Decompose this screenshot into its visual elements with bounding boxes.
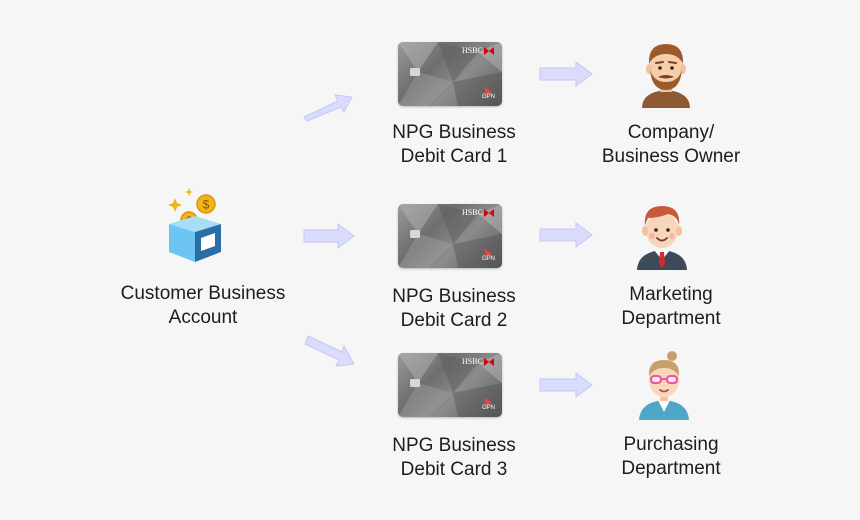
card-2-label-line2: Debit Card 2 xyxy=(400,310,508,331)
card-2-label: NPG Business Debit Card 2 xyxy=(354,285,554,333)
card-1-label: NPG Business Debit Card 1 xyxy=(354,121,554,169)
card-brand: HSBC xyxy=(462,208,483,217)
card-network: GPN xyxy=(482,405,496,411)
card-brand: HSBC xyxy=(462,357,483,366)
card-network: GPN xyxy=(482,94,496,100)
woman-glasses-avatar-icon xyxy=(636,350,692,420)
holder-3-label-line1: Purchasing xyxy=(623,434,719,455)
debit-card-1: HSBC GPN xyxy=(398,42,502,106)
holder-1-label-line1: Company/ xyxy=(627,122,715,143)
svg-text:$: $ xyxy=(203,198,210,212)
arrow-to-card-2 xyxy=(302,222,358,250)
card-2-label-line1: NPG Business xyxy=(392,286,516,307)
holder-2-label-line2: Department xyxy=(621,308,721,329)
source-label-line1: Customer Business xyxy=(120,283,286,304)
card-network: GPN xyxy=(482,256,496,262)
debit-card-3: HSBC GPN xyxy=(398,353,502,417)
man-tie-avatar-icon xyxy=(634,202,690,270)
debit-card-2: HSBC GPN xyxy=(398,204,502,268)
arrow-to-card-1 xyxy=(300,85,356,122)
card-1-label-line2: Debit Card 1 xyxy=(400,146,508,167)
arrow-to-holder-3 xyxy=(538,371,596,399)
bearded-man-avatar-icon xyxy=(638,40,694,108)
holder-3-label-line2: Department xyxy=(621,458,721,479)
holder-3-label: Purchasing Department xyxy=(576,433,766,481)
card-3-label-line1: NPG Business xyxy=(392,435,516,456)
holder-1-label: Company/ Business Owner xyxy=(576,121,766,169)
card-1-label-line1: NPG Business xyxy=(392,122,516,143)
arrow-to-card-3 xyxy=(302,334,358,374)
holder-2-label: Marketing Department xyxy=(576,283,766,331)
holder-1-label-line2: Business Owner xyxy=(601,146,741,167)
source-label: Customer Business Account xyxy=(90,282,316,330)
account-box-icon: $ $ xyxy=(165,186,225,264)
card-3-label-line2: Debit Card 3 xyxy=(400,459,508,480)
card-3-label: NPG Business Debit Card 3 xyxy=(354,434,554,482)
source-label-line2: Account xyxy=(168,307,238,328)
holder-2-label-line1: Marketing xyxy=(629,284,713,305)
card-brand: HSBC xyxy=(462,46,483,55)
arrow-to-holder-1 xyxy=(538,60,596,88)
arrow-to-holder-2 xyxy=(538,221,596,249)
